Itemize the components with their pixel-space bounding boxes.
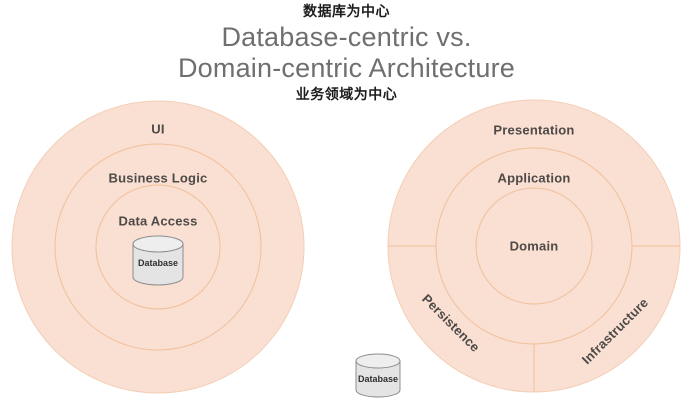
title-block: 数据库为中心 Database-centric vs. Domain-centr… [0, 0, 693, 104]
left-database-cylinder [132, 235, 184, 286]
caption-domain-centric: 业务领域为中心 [295, 87, 398, 103]
label-domain: Domain [509, 238, 559, 254]
cylinder-body [355, 360, 401, 398]
label-business-logic: Business Logic [108, 170, 208, 186]
right-diagram-rings [387, 99, 681, 393]
label-data-access: Data Access [118, 213, 198, 229]
external-database-cylinder [355, 353, 401, 398]
right-ring-domain [475, 187, 593, 305]
label-application: Application [497, 170, 571, 186]
page-title-line-2: Domain-centric Architecture [177, 53, 516, 83]
page-title-line-1: Database-centric vs. [221, 22, 472, 52]
caption-database-centric: 数据库为中心 [303, 4, 390, 20]
label-ui: UI [151, 121, 165, 137]
cylinder-top [132, 235, 184, 253]
label-database-external: Database [357, 374, 399, 384]
label-presentation: Presentation [493, 122, 575, 138]
page-title: Database-centric vs. Domain-centric Arch… [0, 22, 693, 84]
right-sector-dividers [388, 245, 680, 392]
cylinder-body [132, 243, 184, 286]
label-database-inner: Database [137, 258, 179, 268]
cylinder-top [355, 353, 401, 369]
